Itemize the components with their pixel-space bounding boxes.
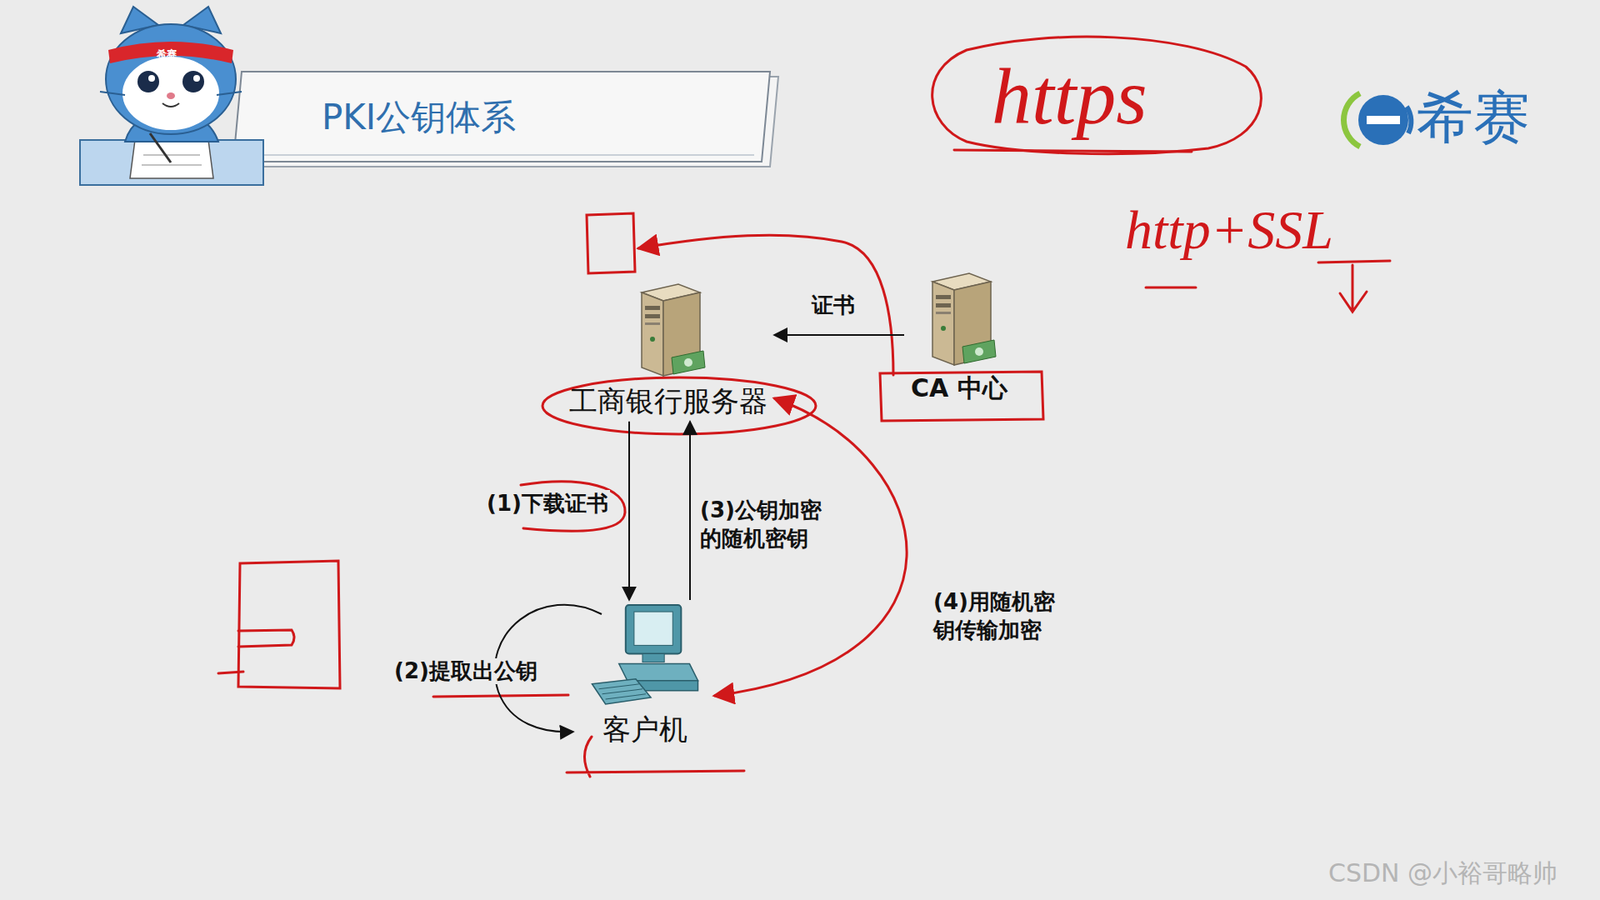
title-text: PKI公钥体系 xyxy=(321,96,516,139)
node-label: 客户机 xyxy=(602,712,688,747)
title-banner xyxy=(233,71,779,167)
handwritten-note: https xyxy=(991,48,1148,145)
handwritten-note: http+SSL xyxy=(1125,196,1334,263)
logo-text: 希赛 xyxy=(1416,83,1530,152)
connector-arrow xyxy=(628,421,630,600)
logo-icon xyxy=(1343,93,1411,147)
edge-label: (3)公钥加密的随机密钥 xyxy=(698,496,842,554)
connector-arrow xyxy=(689,421,691,600)
red-annotation xyxy=(218,36,1390,777)
edge-label: 证书 xyxy=(810,291,857,320)
node-label: CA 中心 xyxy=(910,373,1008,404)
connector-arrow xyxy=(774,334,905,336)
edge-label: (1)下载证书 xyxy=(485,490,610,519)
node-icon xyxy=(630,280,707,380)
client-node: 客户机 xyxy=(575,600,715,750)
ca-node: CA 中心 xyxy=(904,266,1015,407)
node-icon xyxy=(920,270,998,369)
edge-label: (4)用随机密钥传输加密 xyxy=(931,588,1075,645)
node-label: 工商银行服务器 xyxy=(569,384,768,419)
node-icon xyxy=(582,603,708,708)
headband-text: 希赛 xyxy=(156,48,177,60)
watermark: CSDN @小裕哥略帅 xyxy=(1328,858,1558,889)
cat-mascot xyxy=(80,6,264,185)
step-label: (2)提取出公钥 xyxy=(392,658,540,685)
server-node: 工商银行服务器 xyxy=(562,277,775,422)
